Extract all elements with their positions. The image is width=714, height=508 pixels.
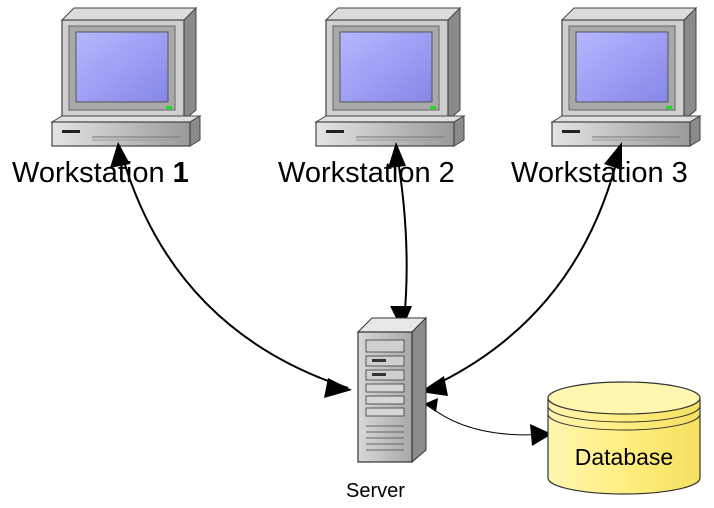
arrow-workstation3-icon bbox=[604, 142, 622, 170]
edge-workstation3-server bbox=[423, 147, 621, 391]
arrow-database-icon bbox=[530, 424, 552, 446]
edge-server-database bbox=[427, 404, 549, 436]
workstation-2-label: Workstation 2 bbox=[278, 157, 455, 189]
edge-workstation1-server bbox=[119, 147, 349, 389]
workstation-3-label: Workstation 3 bbox=[511, 157, 688, 189]
arrow-server-right-icon bbox=[420, 376, 448, 396]
workstation-2-icon bbox=[315, 7, 465, 147]
workstation-1-icon bbox=[51, 7, 201, 147]
arrowheads bbox=[110, 142, 622, 446]
arrow-server-db-icon bbox=[424, 398, 438, 412]
arrow-workstation2-icon bbox=[388, 142, 406, 168]
workstation-1-label: Workstation 1 bbox=[12, 157, 189, 189]
workstation-3-icon bbox=[551, 7, 701, 147]
server-label: Server bbox=[346, 480, 405, 502]
server-tower-icon bbox=[356, 316, 428, 464]
arrow-server-left-icon bbox=[324, 378, 352, 398]
arrow-workstation1-icon bbox=[110, 142, 130, 168]
database-label: Database bbox=[575, 444, 673, 470]
connections bbox=[119, 147, 621, 436]
edge-workstation2-server bbox=[395, 147, 408, 323]
database-cylinder-icon bbox=[547, 381, 701, 495]
